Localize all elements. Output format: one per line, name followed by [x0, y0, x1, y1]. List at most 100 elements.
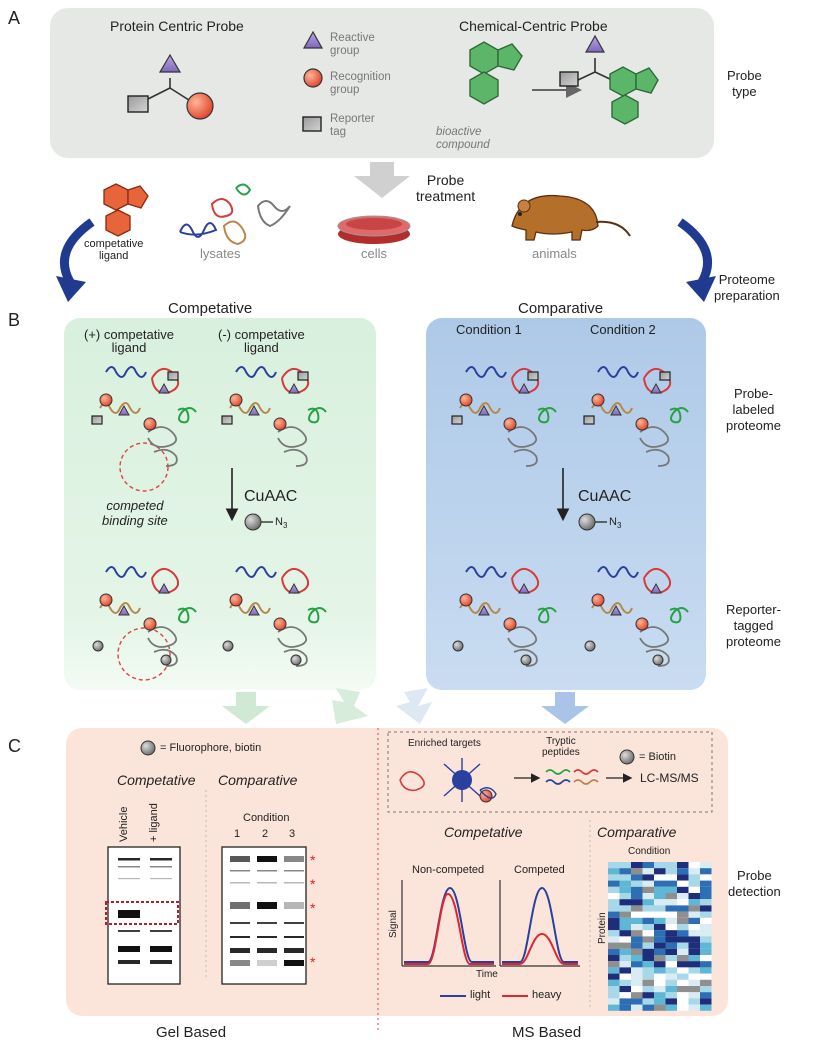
gel-band — [150, 866, 172, 868]
heatmap-cell — [642, 961, 654, 968]
heatmap-cell — [665, 868, 677, 875]
gel-band — [150, 930, 172, 932]
panel-b-letter: B — [8, 310, 21, 330]
heatmap-cell — [608, 942, 620, 949]
heatmap-cell — [665, 917, 677, 924]
heatmap-cell — [608, 905, 620, 912]
protein-green — [669, 607, 689, 624]
heatmap-cell — [700, 905, 712, 912]
gel-band — [118, 858, 140, 861]
gel-band — [257, 856, 277, 862]
heatmap-cell — [654, 899, 666, 906]
recognition-ball — [591, 393, 605, 407]
lcms-label: LC-MS/MS — [640, 771, 699, 785]
cuaac-left-label: CuAAC — [244, 488, 298, 505]
reactive-triangle — [610, 604, 622, 616]
heatmap-cell — [677, 979, 689, 986]
protein-green — [537, 407, 557, 424]
heatmap-cell — [688, 874, 700, 881]
reporter-tag — [527, 371, 539, 381]
gel-band — [230, 960, 250, 966]
recognition-ball — [503, 417, 517, 431]
heatmap-cell — [654, 998, 666, 1005]
enriched-targets-graphic — [399, 758, 497, 803]
protein-gray — [507, 626, 538, 667]
biotin-ball — [619, 749, 635, 765]
heatmap-cell — [665, 936, 677, 943]
recognition-ball — [99, 593, 113, 607]
reactive-triangle — [288, 582, 300, 594]
heatmap-cell — [688, 998, 700, 1005]
protein-green — [537, 607, 557, 624]
heatmap-cell — [665, 862, 677, 869]
heatmap-cell — [631, 911, 643, 918]
heatmap-cell — [688, 880, 700, 887]
arrow-green-1 — [222, 692, 270, 724]
ms-based-label: MS Based — [512, 1024, 582, 1041]
gel-band — [257, 960, 277, 966]
competative-panel-background — [64, 318, 376, 690]
gel-band — [150, 858, 172, 861]
heatmap-cell — [619, 886, 631, 893]
gel-competative-title: Competative — [117, 772, 196, 788]
tryptic-peptides-graphic — [545, 769, 599, 785]
heatmap-condition-label: Condition — [628, 846, 671, 857]
heatmap-cell — [700, 961, 712, 968]
heatmap-cell — [654, 874, 666, 881]
heatmap-cell — [654, 930, 666, 937]
heatmap-cell — [700, 998, 712, 1005]
heatmap-cell — [619, 998, 631, 1005]
heatmap-cell — [688, 930, 700, 937]
heatmap-cell — [677, 936, 689, 943]
legend-heavy: heavy — [532, 989, 562, 1001]
protein-gray — [147, 626, 178, 667]
heatmap-cell — [619, 917, 631, 924]
gel-band — [284, 856, 304, 862]
heatmap-cell — [631, 986, 643, 993]
gel-band — [118, 930, 140, 932]
gel-based-label: Gel Based — [156, 1024, 227, 1041]
heatmap-cell — [631, 930, 643, 937]
heatmap-cell — [631, 936, 643, 943]
protein-gray — [147, 426, 178, 467]
heatmap-cell — [677, 893, 689, 900]
time-label: Time — [476, 969, 498, 980]
reporter-ball — [520, 654, 532, 666]
reactive-triangle — [610, 404, 622, 416]
gel-band — [230, 856, 250, 862]
heatmap-cell — [631, 967, 643, 974]
condition1-label: Condition 1 — [456, 322, 522, 337]
enriched-box — [387, 731, 713, 813]
heatmap-cell — [619, 905, 631, 912]
heatmap-cell — [608, 924, 620, 931]
heatmap-cell — [631, 917, 643, 924]
heatmap-cell — [619, 955, 631, 962]
heatmap-cell — [700, 930, 712, 937]
gel-band — [118, 960, 140, 964]
protein-blue — [465, 566, 507, 578]
heatmap-cell — [700, 1004, 712, 1011]
gel-band — [284, 870, 304, 872]
heatmap-cell — [654, 911, 666, 918]
protein-gray — [277, 426, 308, 467]
heatmap-cell — [619, 899, 631, 906]
gel-band — [257, 948, 277, 953]
recognition-ball — [459, 393, 473, 407]
heatmap-cell — [688, 979, 700, 986]
heatmap-cell — [654, 862, 666, 869]
ms-comparative-title: Comparative — [597, 824, 677, 840]
heatmap-cell — [608, 961, 620, 968]
recognition-ball — [273, 617, 287, 631]
condition-label: Condition — [243, 812, 290, 824]
reporter-tag — [659, 371, 671, 381]
reactive-triangle — [288, 382, 300, 394]
heatmap-cell — [631, 955, 643, 962]
heatmap-cell — [677, 967, 689, 974]
heatmap-cell — [688, 905, 700, 912]
